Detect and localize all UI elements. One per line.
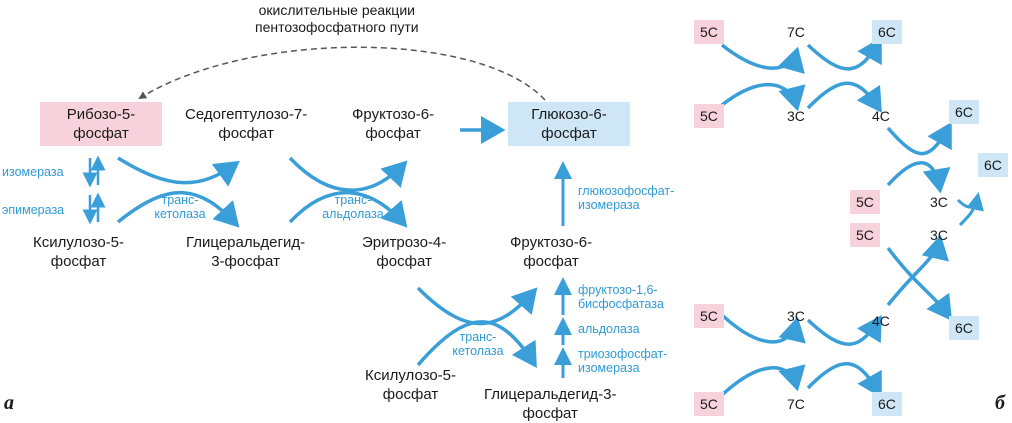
panel-b-middle-top-arrows <box>886 121 952 194</box>
fbpase-label: фруктозо-1,6- бисфосфатаза <box>578 283 664 311</box>
transketolase-2-label: транс- кетолаза <box>452 330 504 358</box>
transaldolase-cross <box>288 156 408 228</box>
b-bot-6c-mid: 6C <box>949 316 979 340</box>
aldolase-label: альдолаза <box>578 322 640 336</box>
b-mid-5c-a: 5C <box>850 190 880 214</box>
b-top-5c-2: 5C <box>694 104 724 128</box>
epimerase-label: эпимераза <box>2 203 65 217</box>
b-top-6c: 6C <box>872 20 902 44</box>
fructose-6-phosphate-top: Фруктозо-6- фосфат <box>352 106 435 142</box>
ribose-5-phosphate: Рибозо-5- фосфат <box>40 102 162 146</box>
b-top-5c-1: 5C <box>694 20 724 44</box>
panel-b-middle-bottom-arrows <box>886 234 953 321</box>
b-top-7c: 7C <box>787 24 805 40</box>
b-bot-5c-1: 5C <box>694 304 724 328</box>
triosephosphate-isomerase-label: триозофосфат- изомераза <box>578 347 668 375</box>
triose-combine-arrow <box>956 195 978 227</box>
isomerase-arrows <box>82 155 106 225</box>
b-mid-3c-a: 3C <box>930 194 948 210</box>
glyceraldehyde-3-phosphate-bottom: Глицеральдегид-3- фосфат <box>484 386 617 422</box>
b-mid-3c-b: 3C <box>930 227 948 243</box>
b-bot-4c: 4C <box>872 313 890 329</box>
b-top-6c-right: 6C <box>949 100 979 124</box>
b-bot-5c-2: 5C <box>694 392 724 416</box>
glucosephosphate-isomerase-label: глюкозофосфат- изомераза <box>578 184 675 212</box>
oxidative-path-arrow <box>138 46 546 101</box>
b-bot-6c: 6C <box>872 392 902 416</box>
transketolase-1-cross <box>116 156 240 228</box>
sedoheptulose-7-phosphate: Седогептулозо-7- фосфат <box>185 106 308 142</box>
panel-b-label: б <box>995 392 1005 414</box>
b-top-3c: 3C <box>787 108 805 124</box>
b-mid-5c-b: 5C <box>850 223 880 247</box>
oxidative-note: окислительные реакции пентозофосфатного … <box>255 2 419 35</box>
xylulose-5-phosphate-bottom: Ксилулозо-5- фосфат <box>365 367 457 403</box>
b-bot-7c: 7C <box>787 396 805 412</box>
b-mid-6c: 6C <box>978 153 1008 177</box>
glyceraldehyde-3-phosphate-mid: Глицеральдегид- 3-фосфат <box>186 234 306 270</box>
transaldolase-label: транс- альдолаза <box>322 193 384 221</box>
panel-b-bottom-arrows <box>720 313 882 399</box>
xylulose-5-phosphate-left: Ксилулозо-5- фосфат <box>33 234 125 270</box>
panel-b-top-arrows <box>720 36 882 113</box>
transketolase-2-cross <box>416 286 538 368</box>
panel-a-label: а <box>4 392 14 414</box>
transketolase-1-label: транс- кетолаза <box>154 193 206 221</box>
fructose-6-phosphate-right: Фруктозо-6- фосфат <box>510 234 593 270</box>
b-bot-3c: 3C <box>787 308 805 324</box>
erythrose-4-phosphate: Эритрозо-4- фосфат <box>362 234 447 270</box>
isomerase-label: изомераза <box>2 165 64 179</box>
glucose-6-phosphate: Глюкозо-6- фосфат <box>508 102 630 146</box>
b-top-4c: 4C <box>872 108 890 124</box>
